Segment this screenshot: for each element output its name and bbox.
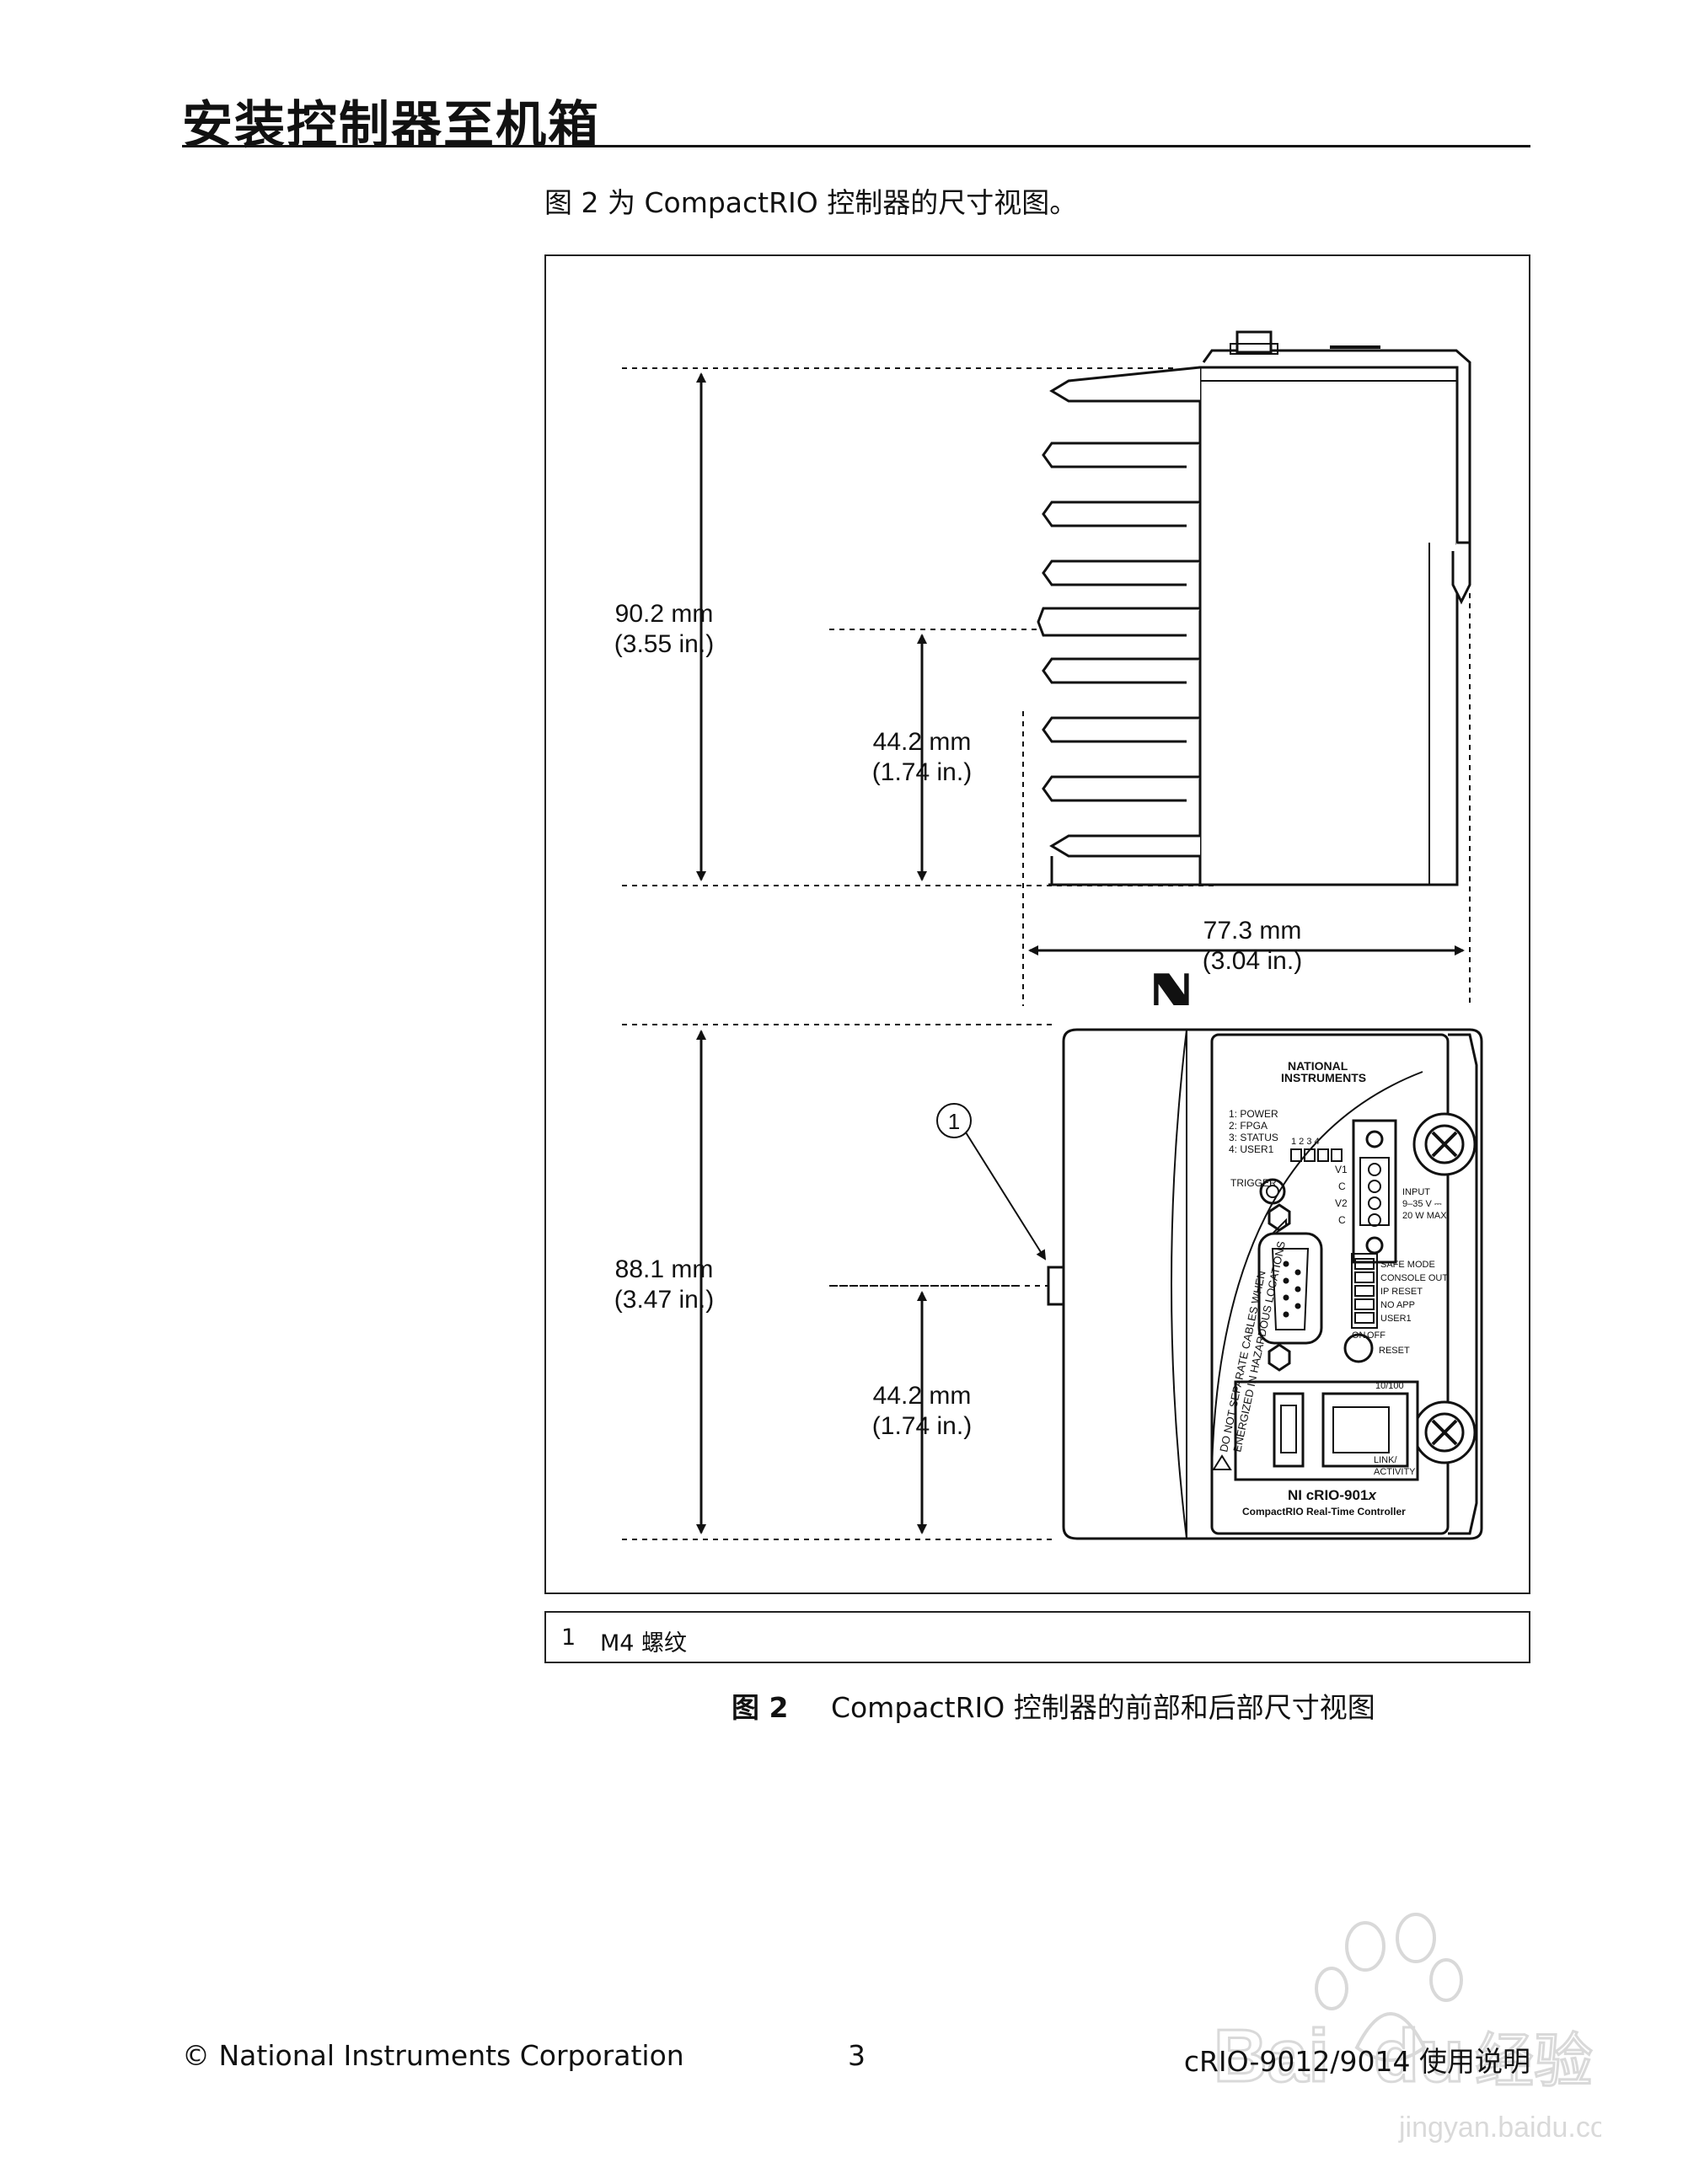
heatsink-fins (1037, 366, 1201, 885)
terminal-c1: C (1338, 1180, 1346, 1192)
caption-label: 图 2 (732, 1691, 789, 1724)
figure-frame: 90.2 mm (3.55 in.) 44.2 mm (1.74 in.) 77… (544, 254, 1530, 1594)
status-leds (1290, 1148, 1343, 1162)
dim-front-height-mm: 88.1 mm (615, 1255, 714, 1283)
footer-copyright: © National Instruments Corporation (182, 2039, 684, 2072)
link-label-1: LINK/ (1374, 1455, 1397, 1465)
svg-text:经验: 经验 (1475, 2028, 1593, 2094)
input-line-1: INPUT (1402, 1187, 1430, 1197)
dimension-drawing: 90.2 mm (3.55 in.) 44.2 mm (1.74 in.) 77… (614, 330, 1483, 1540)
led-label-3: 3: STATUS (1229, 1132, 1278, 1143)
dip-label-2: CONSOLE OUT (1380, 1273, 1448, 1283)
footer-doc-title: cRIO-9012/9014 使用说明 (1183, 2045, 1530, 2078)
dip-label-3: IP RESET (1380, 1287, 1423, 1297)
led-numbers: 1 2 3 4 (1291, 1137, 1320, 1147)
title-rule (182, 145, 1530, 147)
led-label-4: 4: USER1 (1229, 1143, 1274, 1155)
dim-front-mid-in: (1.74 in.) (872, 1412, 972, 1440)
svg-text:du: du (1374, 2014, 1465, 2097)
caption-text: CompactRIO 控制器的前部和后部尺寸视图 (830, 1691, 1375, 1724)
model-name: NI cRIO-901x (1288, 1487, 1377, 1503)
reset-label: RESET (1379, 1346, 1410, 1356)
terminal-c2: C (1338, 1214, 1346, 1226)
figure-caption: 图 2 CompactRIO 控制器的前部和后部尺寸视图 (732, 1685, 1375, 1726)
svg-text:jingyan.baidu.com: jingyan.baidu.com (1398, 2112, 1601, 2144)
dim-width-mm: 77.3 mm (1203, 917, 1302, 945)
terminal-v2: V2 (1335, 1197, 1348, 1209)
mounting-screw-bottom (1412, 1400, 1477, 1464)
input-line-3: 20 W MAX (1402, 1211, 1447, 1221)
terminal-v1: V1 (1335, 1164, 1348, 1175)
side-view (622, 330, 1471, 1287)
baidu-watermark: Bai du 经验 jingyan.baidu.com (1163, 1887, 1630, 2157)
dim-side-height-mm: 90.2 mm (615, 600, 714, 628)
led-label-2: 2: FPGA (1229, 1120, 1268, 1132)
footer-page-number: 3 (848, 2039, 866, 2072)
input-line-2: 9–35 V ⎓ (1402, 1199, 1442, 1209)
dip-label-4: NO APP (1380, 1300, 1415, 1310)
ni-brand-line2: INSTRUMENTS (1281, 1071, 1366, 1084)
model-subtitle: CompactRIO Real-Time Controller (1242, 1506, 1406, 1518)
dim-side-mid-in: (1.74 in.) (872, 758, 972, 786)
dim-side-mid-mm: 44.2 mm (873, 728, 972, 756)
dim-side-height-in: (3.55 in.) (614, 630, 714, 658)
svg-text:Bai: Bai (1214, 2014, 1329, 2097)
link-label-2: ACTIVITY (1374, 1467, 1416, 1477)
callout-circle (936, 1103, 972, 1138)
dip-on-label: ON (1352, 1330, 1366, 1341)
dip-off-label: OFF (1367, 1330, 1385, 1341)
dim-front-height-in: (3.47 in.) (614, 1286, 714, 1314)
led-label-1: 1: POWER (1229, 1108, 1278, 1120)
dip-label-5: USER1 (1380, 1314, 1412, 1324)
callout-number: 1 (948, 1109, 960, 1134)
dim-width-in: (3.04 in.) (1203, 947, 1302, 975)
width-dimension (1022, 593, 1471, 1006)
dim-front-mid-mm: 44.2 mm (873, 1382, 972, 1410)
mounting-screw-top (1412, 1112, 1477, 1176)
ni-brand-line1: NATIONAL (1288, 1059, 1348, 1073)
figure-legend: 1 M4 螺纹 (544, 1611, 1530, 1663)
legend-number: 1 (561, 1625, 576, 1651)
front-view (622, 973, 1483, 1540)
legend-text: M4 螺纹 (600, 1630, 688, 1657)
trigger-label: TRIGGER (1230, 1177, 1277, 1189)
dip-switches (1351, 1253, 1378, 1329)
ethernet-speed-label: 10/100 (1375, 1381, 1404, 1391)
dip-label-1: SAFE MODE (1380, 1260, 1435, 1270)
intro-text: 图 2 为 CompactRIO 控制器的尺寸视图。 (544, 186, 1078, 219)
